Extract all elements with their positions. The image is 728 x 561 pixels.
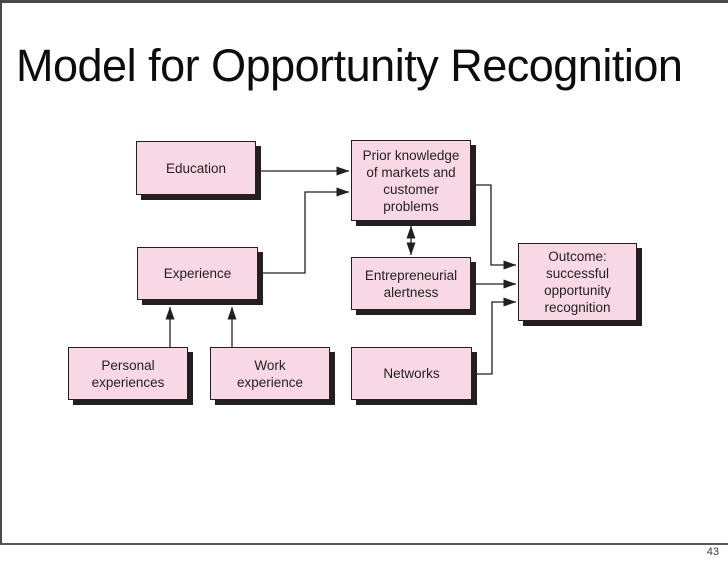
connector-experience-to-prior-knowledge [263,187,350,274]
box-education-label: Education [165,160,227,176]
box-experience: Experience [137,247,258,300]
box-prior-knowledge: Prior knowledge of markets and customer … [351,140,471,221]
page-number: 43 [706,546,719,558]
box-entrepreneurial-alertness-label: Entrepreneurial alertness [364,267,458,300]
box-education: Education [136,141,256,195]
box-entrepreneurial-alertness: Entrepreneurial alertness [351,257,471,310]
box-outcome: Outcome: successful opportunity recognit… [518,243,637,321]
box-personal-experiences-label: Personal experiences [91,357,165,390]
box-networks: Networks [351,347,472,400]
slide-title: Model for Opportunity Recognition [16,40,683,91]
box-experience-label: Experience [163,266,232,281]
box-personal-experiences: Personal experiences [68,347,188,400]
box-work-experience: Work experience [210,347,330,400]
connector-prior-knowledge-to-outcome [476,184,517,270]
box-work-experience-label: Work experience [236,357,304,390]
box-networks-label: Networks [383,366,440,381]
box-prior-knowledge-label: Prior knowledge of markets and customer … [362,147,460,214]
box-outcome-label: Outcome: successful opportunity recognit… [544,249,611,315]
connector-networks-to-outcome [476,297,517,375]
